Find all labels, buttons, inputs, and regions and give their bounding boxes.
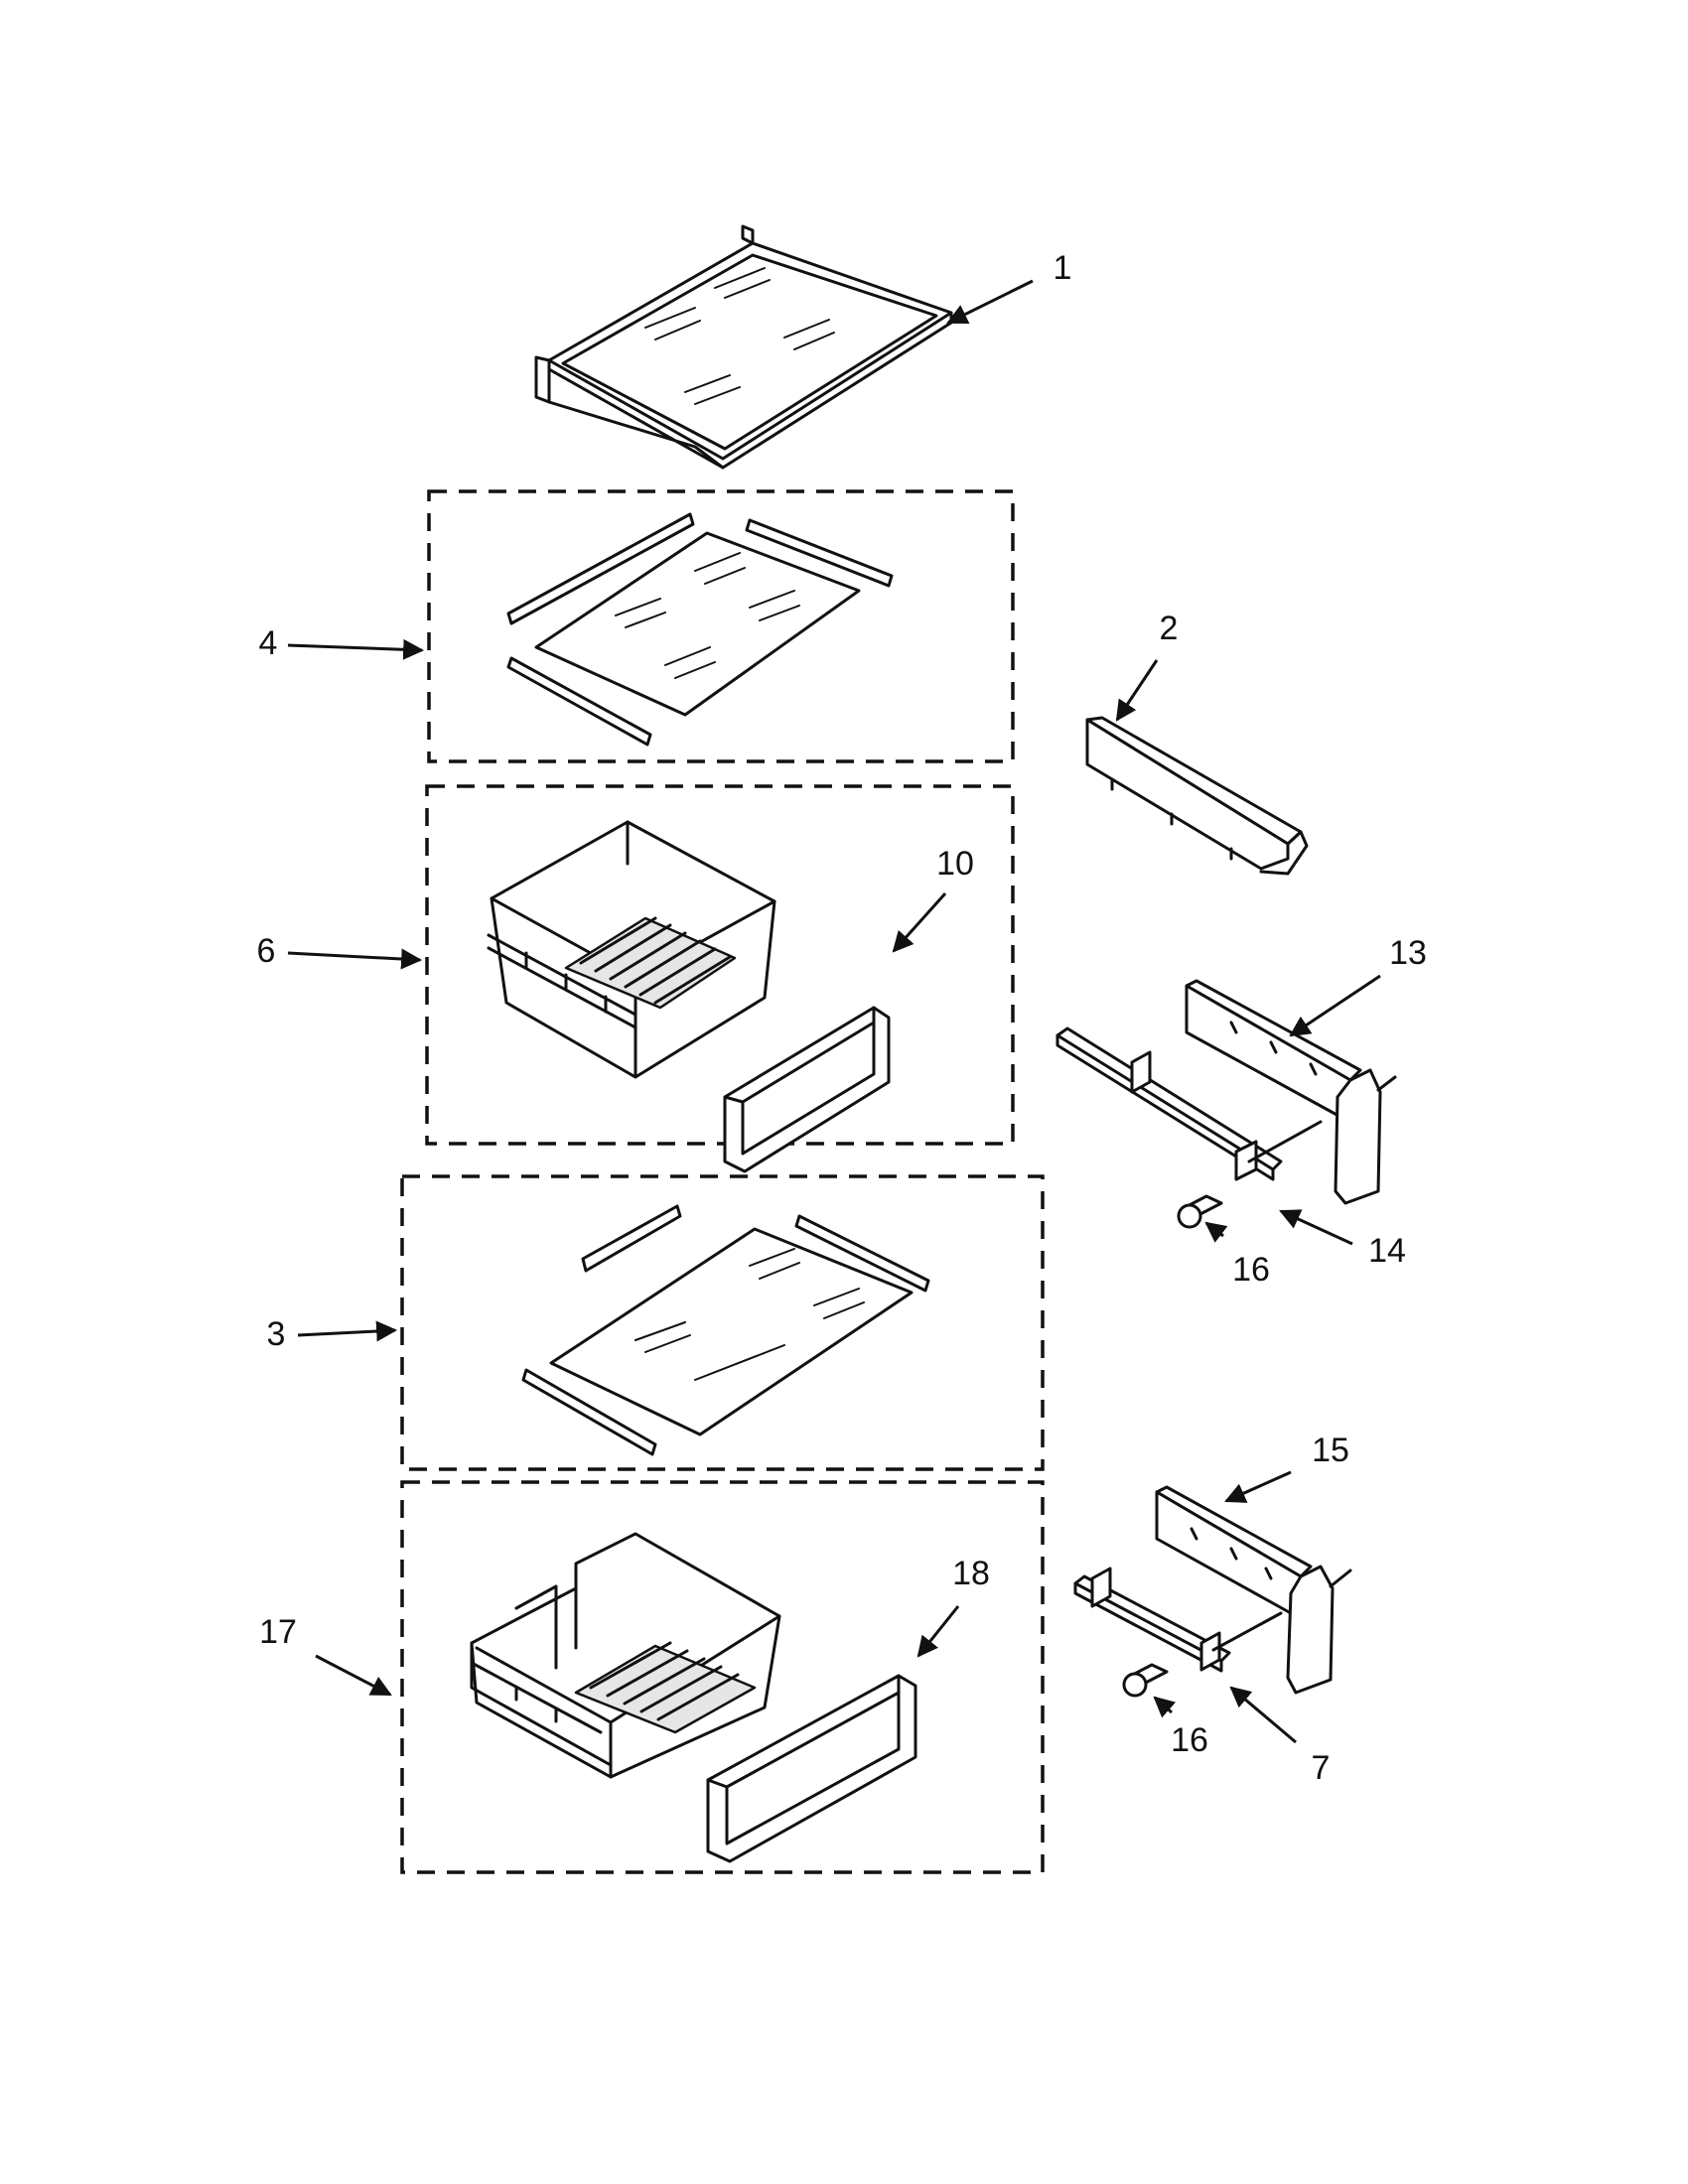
group-box-3 <box>400 1174 1045 1471</box>
group-box-4 <box>427 489 1015 763</box>
part-10-drawer-front <box>723 1006 891 1173</box>
part-17-crisper-drawer <box>470 1532 781 1779</box>
callout-4: 4 <box>259 624 278 662</box>
callout-10: 10 <box>936 845 974 883</box>
callout-7: 7 <box>1312 1749 1331 1787</box>
part-15-cover-frame <box>1155 1485 1352 1695</box>
callout-13: 13 <box>1389 934 1427 972</box>
callout-17: 17 <box>259 1613 297 1651</box>
part-1-glass-shelf <box>534 224 953 470</box>
callout-1: 1 <box>1054 249 1072 287</box>
callout-16-upper: 16 <box>1232 1251 1270 1289</box>
callout-6: 6 <box>257 932 276 970</box>
part-7-slide-rail <box>1073 1567 1283 1673</box>
part-3-glass-shelf-assembly <box>521 1204 930 1456</box>
callout-2: 2 <box>1160 610 1179 647</box>
group-box-17 <box>400 1480 1045 1874</box>
group-box-6 <box>425 784 1015 1146</box>
part-14-slide-rail <box>1055 1026 1323 1181</box>
part-6-crisper-drawer <box>487 820 776 1079</box>
part-13-cover-frame <box>1185 979 1397 1205</box>
part-16-screw-upper <box>1177 1194 1223 1229</box>
part-18-drawer-front <box>706 1674 917 1863</box>
callout-16-lower: 16 <box>1171 1721 1208 1759</box>
part-2-rail <box>1085 716 1309 876</box>
callout-14: 14 <box>1368 1232 1406 1270</box>
callout-18: 18 <box>952 1555 990 1592</box>
part-16-screw-lower <box>1122 1663 1169 1698</box>
callout-15: 15 <box>1312 1432 1349 1469</box>
callout-3: 3 <box>267 1315 286 1353</box>
part-4-glass-shelf-assembly <box>506 512 894 747</box>
